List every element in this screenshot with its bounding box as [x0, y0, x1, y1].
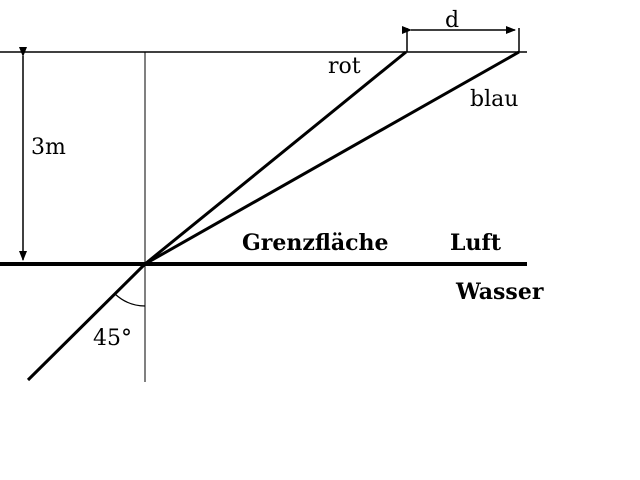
incident-ray [26, 262, 147, 382]
blue-ray-label: blau [470, 87, 518, 112]
blue-ray [144, 50, 520, 266]
angle-label: 45° [93, 326, 132, 351]
red-ray [144, 50, 407, 266]
angle-arc [114, 293, 146, 307]
red-ray-label: rot [328, 54, 361, 79]
height-label: 3m [31, 135, 66, 160]
air-label: Luft [450, 230, 502, 256]
interface-label: Grenzfläche [242, 230, 389, 256]
d-label: d [445, 8, 459, 33]
water-label: Wasser [455, 279, 544, 305]
